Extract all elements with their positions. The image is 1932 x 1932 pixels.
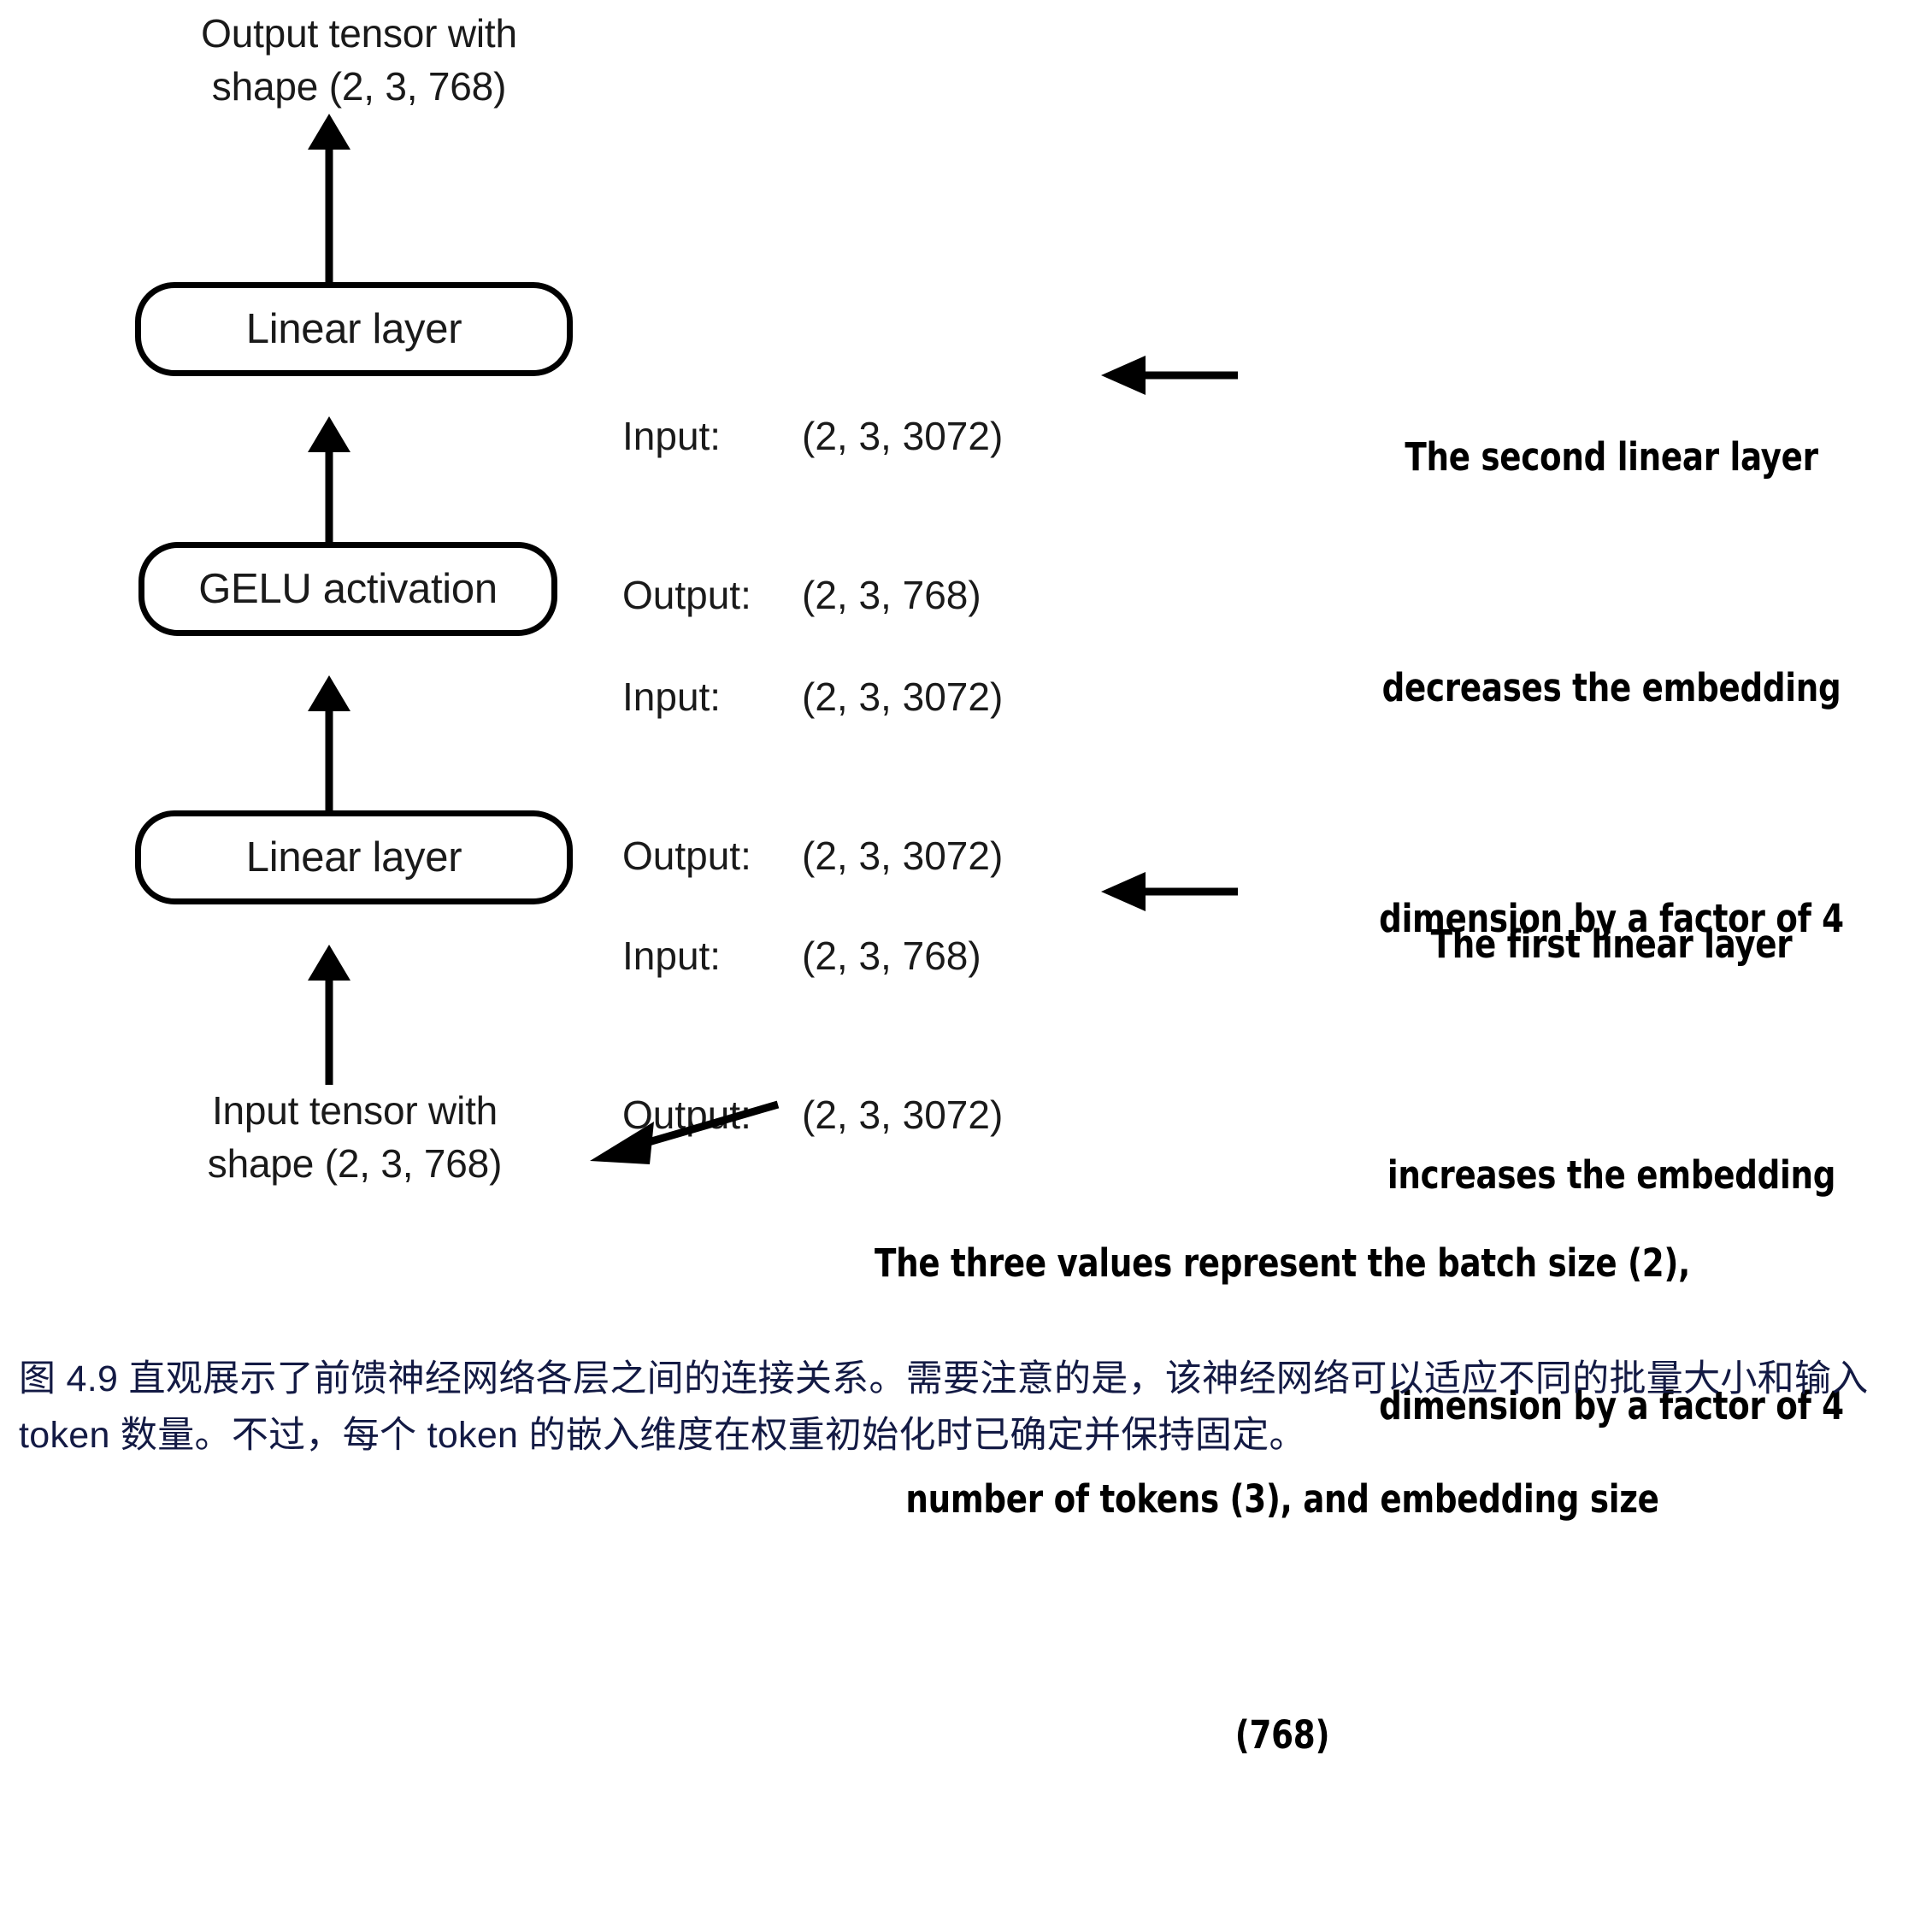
- arrow-head-icon: [308, 416, 350, 452]
- annotation-line: dimension by a factor of 4: [1379, 896, 1844, 941]
- annotation-second-linear: The second linear layer decreases the em…: [1340, 265, 1883, 1111]
- io-input-key: Input:: [622, 414, 722, 458]
- arrow-input-into-linear-first: [308, 945, 350, 1086]
- node-linear-layer-first[interactable]: Linear layer: [135, 810, 573, 904]
- node-linear-layer-first-label: Linear layer: [245, 834, 462, 881]
- io-output-value: (2, 3, 3072): [802, 1093, 1004, 1137]
- io-output-key: Output:: [622, 573, 751, 617]
- node-gelu-activation[interactable]: GELU activation: [138, 542, 557, 636]
- node-linear-layer-second[interactable]: Linear layer: [135, 282, 573, 376]
- arrow-shaft: [325, 144, 333, 290]
- io-output-row: Output: (2, 3, 768): [622, 568, 1003, 621]
- io-input-row: Input: (2, 3, 768): [622, 929, 1003, 982]
- io-output-value: (2, 3, 3072): [802, 833, 1004, 878]
- arrow-head-icon: [308, 675, 350, 711]
- figure-caption: 图 4.9 直观展示了前馈神经网络各层之间的连接关系。需要注意的是，该神经网络可…: [19, 1358, 1869, 1456]
- arrow-left-second-linear: [1101, 356, 1238, 395]
- arrow-shaft: [325, 706, 333, 810]
- io-input-value: (2, 3, 3072): [802, 674, 1004, 719]
- io-output-row: Output: (2, 3, 3072): [622, 829, 1003, 882]
- io-input-row: Input: (2, 3, 3072): [622, 409, 1003, 462]
- annotation-first-linear: The first linear layer increases the emb…: [1340, 752, 1883, 1599]
- arrow-left-first-linear: [1101, 872, 1238, 911]
- io-output-value: (2, 3, 768): [802, 573, 981, 617]
- node-linear-layer-second-label: Linear layer: [245, 306, 462, 352]
- annotation-line: increases the embedding: [1387, 1152, 1836, 1198]
- arrow-shaft: [1135, 887, 1238, 896]
- annotation-line: dimension by a factor of 4: [1379, 1383, 1844, 1428]
- annotation-three-values: The three values represent the batch siz…: [756, 1067, 1810, 1932]
- node-gelu-activation-label: GELU activation: [198, 566, 498, 612]
- arrow-head-icon: [308, 114, 350, 150]
- annotation-line: The second linear layer: [1405, 434, 1818, 480]
- io-block-linear-second: Input: (2, 3, 3072) Output: (2, 3, 768): [622, 303, 1003, 727]
- arrow-shaft: [325, 975, 333, 1085]
- annotation-line: The three values represent the batch siz…: [874, 1240, 1691, 1286]
- annotation-line: number of tokens (3), and embedding size: [905, 1476, 1659, 1522]
- arrow-head-icon: [308, 945, 350, 981]
- arrow-output-up: [308, 114, 350, 290]
- annotation-line: decreases the embedding: [1381, 665, 1841, 710]
- io-input-key: Input:: [622, 934, 722, 978]
- annotation-line: (768): [1234, 1712, 1330, 1758]
- arrow-gelu-to-linear-second: [308, 416, 350, 545]
- arrow-shaft: [325, 447, 333, 543]
- diagram-canvas: Output tensor with shape (2, 3, 768) Lin…: [19, 11, 1883, 1758]
- io-input-key: Input:: [622, 674, 722, 719]
- io-input-value: (2, 3, 768): [802, 934, 981, 978]
- output-tensor-label: Output tensor with shape (2, 3, 768): [201, 11, 517, 109]
- io-block-gelu: Input: (2, 3, 3072) Output: (2, 3, 3072): [622, 564, 1003, 988]
- io-input-row: Input: (2, 3, 3072): [622, 670, 1003, 723]
- arrow-linear-first-to-gelu: [308, 675, 350, 812]
- annotation-line: The first linear layer: [1430, 922, 1793, 967]
- arrow-shaft: [1135, 371, 1238, 380]
- io-output-key: Output:: [622, 833, 751, 878]
- io-input-value: (2, 3, 3072): [802, 414, 1004, 458]
- input-tensor-label: Input tensor with shape (2, 3, 768): [207, 1088, 503, 1186]
